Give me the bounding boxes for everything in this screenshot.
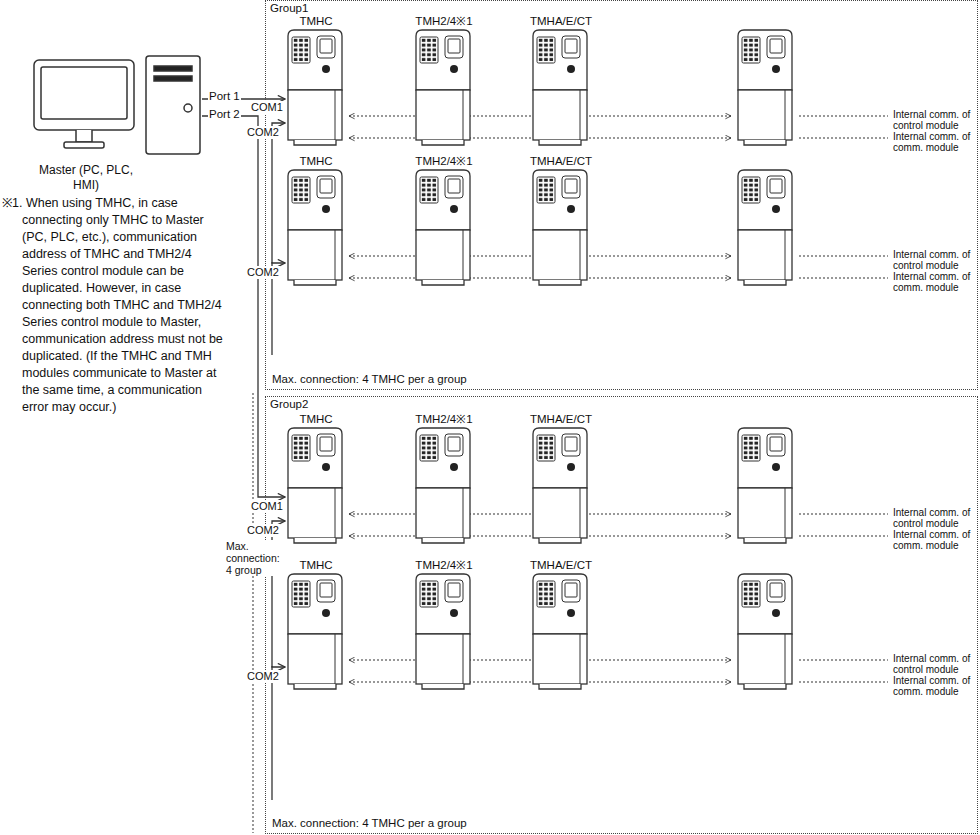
- module-node: TMHA/E/CT: [531, 29, 591, 149]
- module: [288, 170, 342, 285]
- master-node: Master (PC, PLC, HMI): [30, 55, 202, 195]
- module-illustrations: [288, 30, 792, 689]
- module-node: TMHC: [286, 573, 346, 693]
- comm-label: Internal comm. of comm. module: [893, 676, 977, 697]
- monitor-stand: [64, 142, 104, 148]
- comm-label: Internal comm. of comm. module: [893, 272, 977, 293]
- power-button: [184, 104, 192, 112]
- group-heading: Group2: [270, 398, 308, 411]
- drive-slot: [154, 66, 192, 71]
- module: [533, 428, 587, 543]
- port-label: Port 2: [208, 108, 241, 121]
- master-label: Master (PC, PLC, HMI): [30, 163, 142, 193]
- module-node: TMHA/E/CT: [531, 573, 591, 693]
- module: [416, 30, 470, 145]
- port-label: COM2: [246, 524, 280, 537]
- pc-illustration: [34, 56, 200, 154]
- module-label: TMH2/4※1: [415, 559, 472, 572]
- module-node: TMH2/4※1: [414, 427, 474, 547]
- module-label: TMH2/4※1: [415, 15, 472, 28]
- group-note: Max. connection: 4 TMHC per a group: [272, 817, 467, 830]
- module: [738, 428, 792, 543]
- tower: [146, 56, 200, 154]
- port-label: COM2: [246, 126, 280, 139]
- module-label: TMHC: [299, 559, 332, 572]
- group-bracket: [252, 393, 253, 833]
- module: [288, 574, 342, 689]
- module-label: TMHA/E/CT: [530, 155, 592, 168]
- module: [416, 428, 470, 543]
- module-node: TMH2/4※1: [414, 573, 474, 693]
- module: [533, 574, 587, 689]
- module-label: TMHA/E/CT: [530, 413, 592, 426]
- module-label: TMHA/E/CT: [530, 15, 592, 28]
- module: [533, 30, 587, 145]
- group-note: Max. connection: 4 TMHC per a group: [272, 373, 467, 386]
- module-label: TMHC: [299, 155, 332, 168]
- comm-label: Internal comm. of control module: [893, 654, 977, 675]
- port-label: COM1: [250, 500, 284, 513]
- module: [416, 574, 470, 689]
- port-label: COM2: [246, 670, 280, 683]
- group-heading: Group1: [270, 2, 308, 15]
- comm-label: Internal comm. of comm. module: [893, 530, 977, 551]
- module: [533, 170, 587, 285]
- screen: [41, 67, 127, 119]
- module-node: TMHA/E/CT: [531, 427, 591, 547]
- monitor: [34, 60, 134, 130]
- module: [416, 170, 470, 285]
- module: [738, 170, 792, 285]
- module: [288, 30, 342, 145]
- module-label: TMHA/E/CT: [530, 559, 592, 572]
- monitor-neck: [76, 130, 92, 142]
- connector: [272, 123, 285, 263]
- module-node: TMHC: [286, 169, 346, 289]
- module-label: TMHC: [299, 15, 332, 28]
- module-label: TMH2/4※1: [415, 413, 472, 426]
- comm-label: Internal comm. of control module: [893, 250, 977, 271]
- module-label: TMHC: [299, 413, 332, 426]
- comm-label: Internal comm. of comm. module: [893, 132, 977, 153]
- module-node: TMH2/4※1: [414, 29, 474, 149]
- module-node: TMH2/4※1: [414, 169, 474, 289]
- group-node: Group1Max. connection: 4 TMHC per a grou…: [265, 0, 978, 390]
- module-label: TMH2/4※1: [415, 155, 472, 168]
- module-node: TMHC: [286, 427, 346, 547]
- footnote: ※1. When using TMHC, in case connecting …: [2, 195, 224, 416]
- group-limit-label: Max. connection: 4 group: [226, 540, 282, 576]
- module: [738, 574, 792, 689]
- group-node: Group2Max. connection: 4 TMHC per a grou…: [265, 396, 978, 834]
- port-label: COM1: [250, 101, 284, 114]
- comm-label: Internal comm. of control module: [893, 508, 977, 529]
- module: [738, 30, 792, 145]
- module-node: TMHA/E/CT: [531, 169, 591, 289]
- port-label: Port 1: [208, 90, 241, 103]
- port-label: COM2: [246, 266, 280, 279]
- module: [288, 428, 342, 543]
- module-node: TMHC: [286, 29, 346, 149]
- comm-label: Internal comm. of control module: [893, 110, 977, 131]
- drive-slot: [154, 76, 192, 81]
